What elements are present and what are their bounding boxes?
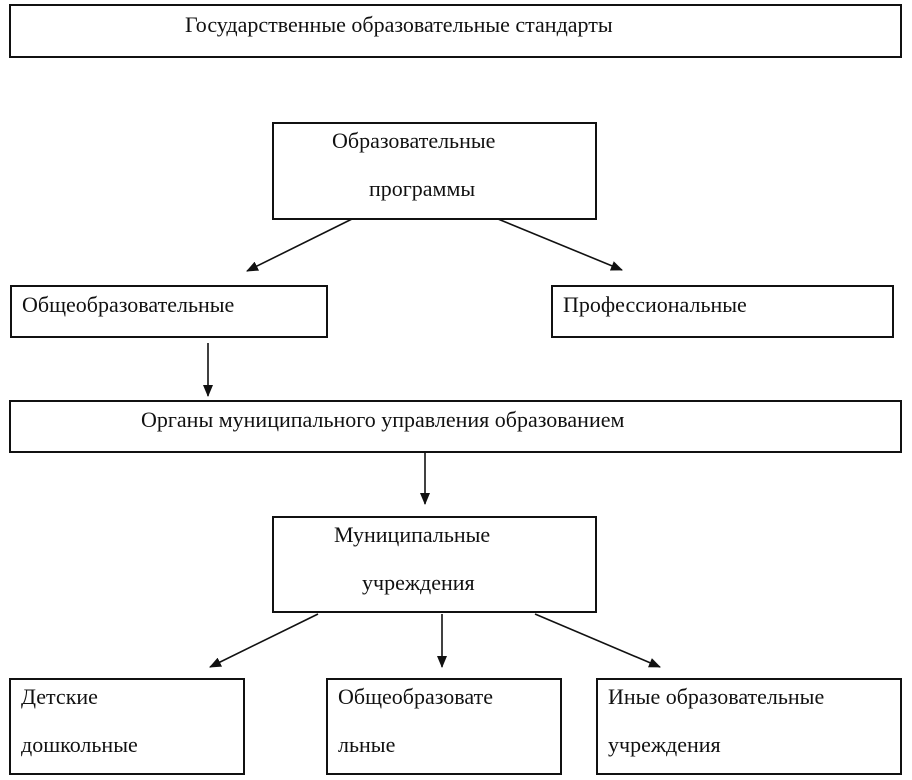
professional-education-box: Профессиональные	[551, 285, 894, 338]
standards-label: Государственные образовательные стандарт…	[185, 12, 613, 37]
professional-education-label: Профессиональные	[563, 292, 747, 317]
other-institutions-label-line2: учреждения	[608, 732, 721, 757]
municipal-institutions-label-line1: Муниципальные	[334, 522, 491, 547]
general-education-label: Общеобразовательные	[22, 292, 235, 317]
municipal-institutions-label-line2: учреждения	[362, 570, 475, 595]
municipal-institutions-box: Муниципальные учреждения	[272, 516, 597, 613]
preschool-box: Детские дошкольные	[9, 678, 245, 775]
arrow-institutions-to-other	[534, 613, 661, 668]
programs-box: Образовательные программы	[272, 122, 597, 220]
other-institutions-box: Иные образовательные учреждения	[596, 678, 902, 775]
general-schools-label-line2: льные	[338, 732, 396, 757]
standards-box: Государственные образовательные стандарт…	[9, 4, 902, 58]
general-education-box: Общеобразовательные	[10, 285, 328, 338]
municipal-bodies-box: Органы муниципального управления образов…	[9, 400, 902, 453]
preschool-label-line2: дошкольные	[21, 732, 138, 757]
programs-label-line2: программы	[369, 176, 476, 201]
other-institutions-label-line1: Иные образовательные	[608, 684, 825, 709]
general-schools-box: Общеобразовате льные	[326, 678, 562, 775]
general-schools-label-line1: Общеобразовате	[338, 684, 493, 709]
arrow-programs-to-general	[246, 218, 353, 272]
programs-label-line1: Образовательные	[332, 128, 496, 153]
municipal-bodies-label: Органы муниципального управления образов…	[141, 407, 625, 432]
arrow-institutions-to-preschool	[209, 613, 319, 668]
arrow-programs-to-professional	[497, 218, 623, 271]
preschool-label-line1: Детские	[21, 684, 98, 709]
